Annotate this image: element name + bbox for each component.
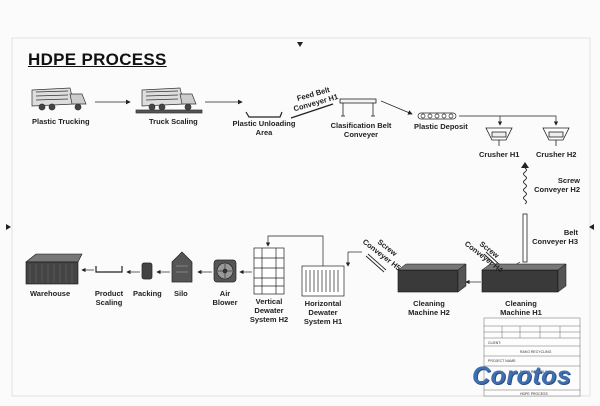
plastic-deposit-icon [417, 112, 457, 120]
label-plastic-unloading-line1: Plastic Unloading [232, 119, 296, 128]
label-plastic-trucking: Plastic Trucking [32, 117, 90, 126]
label-vertical-dewater-line1: Vertical [255, 297, 283, 306]
label-plastic-unloading-area: Plastic Unloading Area [232, 119, 296, 137]
packing-icon [141, 262, 153, 280]
label-warehouse: Warehouse [30, 289, 71, 298]
label-belt-conveyer-h3: Belt Conveyer H3 [532, 228, 578, 246]
label-vertical-dewater-line3: System H2 [249, 315, 289, 324]
title-block-client-label: CLIENT: [488, 341, 502, 345]
classification-belt-conveyer-icon [339, 98, 377, 117]
belt-conveyer-h3 [522, 213, 528, 263]
label-screw-conveyer-h2: Screw Conveyer H2 [534, 176, 580, 194]
label-air-blower: Air Blower [210, 289, 240, 307]
label-horizontal-dewater-h1: Horizontal Dewater System H1 [300, 299, 346, 326]
corotos-watermark-logo: Corotos [472, 362, 572, 390]
label-classification-belt-conveyer: Clasification Belt Conveyer [328, 121, 394, 139]
label-cleaning-machine-h1: Cleaning Machine H1 [496, 299, 546, 317]
label-classification-line1: Clasification Belt [330, 121, 392, 130]
label-horizontal-dewater-line3: System H1 [303, 317, 343, 326]
label-classification-line2: Conveyer [343, 130, 379, 139]
air-blower-icon [213, 259, 237, 283]
title-block-project-value: RAKO RECYCLING [520, 370, 552, 374]
label-product-scaling-line1: Product [94, 289, 124, 298]
label-horizontal-dewater-line2: Dewater [308, 308, 338, 317]
unloading-area-icon [245, 111, 283, 118]
title-block-project-label: PROJECT NAME: [488, 359, 517, 363]
truck-scale-icon [135, 87, 203, 114]
label-cleaning-h1-line1: Cleaning [505, 299, 537, 308]
screw-conveyer-h2-arrow [521, 162, 529, 168]
left-center-mark [6, 224, 11, 230]
label-screw-conveyer-h2-line2: Conveyer H2 [534, 185, 580, 194]
crusher-h1-icon [485, 127, 513, 146]
cleaning-machine-h2-icon [397, 263, 467, 293]
warehouse-icon [25, 253, 83, 285]
feed-belt-conveyer-h1 [290, 103, 334, 119]
label-belt-conveyer-h3-line1: Belt [563, 228, 578, 237]
page-title: HDPE PROCESS [28, 50, 167, 69]
cleaning-machine-h1-icon [481, 263, 567, 293]
label-cleaning-h2-line2: Machine H2 [408, 308, 450, 317]
label-plastic-deposit: Plastic Deposit [414, 122, 468, 131]
top-center-mark [297, 42, 303, 47]
label-cleaning-h2-line1: Cleaning [413, 299, 445, 308]
label-cleaning-machine-h2: Cleaning Machine H2 [404, 299, 454, 317]
label-air-blower-line2: Blower [212, 298, 238, 307]
title-block [483, 317, 581, 397]
label-horizontal-dewater-line1: Horizontal [304, 299, 342, 308]
silo-icon [171, 251, 193, 283]
label-crusher-h2: Crusher H2 [536, 150, 577, 159]
label-packing: Packing [133, 289, 162, 298]
title-block-client-value: RAKO RECYCLING [520, 350, 552, 354]
label-vertical-dewater-h2: Vertical Dewater System H2 [246, 297, 292, 324]
sheet-border [11, 37, 591, 397]
label-silo: Silo [174, 289, 188, 298]
label-screw-conveyer-h2-line1: Screw [557, 176, 580, 185]
label-product-scaling: Product Scaling [90, 289, 128, 307]
vertical-dewater-h2-icon [253, 247, 285, 295]
horizontal-dewater-h1-icon [301, 265, 345, 297]
label-belt-conveyer-h3-line2: Conveyer H3 [532, 237, 578, 246]
label-product-scaling-line2: Scaling [95, 298, 123, 307]
product-scale-icon [95, 266, 123, 273]
crusher-h2-icon [542, 127, 570, 146]
label-cleaning-h1-line2: Machine H1 [500, 308, 542, 317]
label-air-blower-line1: Air [219, 289, 231, 298]
label-vertical-dewater-line2: Dewater [254, 306, 284, 315]
right-center-mark [589, 224, 594, 230]
label-plastic-unloading-line2: Area [255, 128, 273, 137]
screw-conveyer-h5 [365, 253, 387, 273]
plastic-truck-icon [31, 87, 87, 111]
screw-conveyer-h2 [523, 167, 527, 205]
label-crusher-h1: Crusher H1 [479, 150, 520, 159]
title-block-drawing-title: HDPE PROCESS [520, 392, 548, 396]
label-truck-scaling: Truck Scaling [149, 117, 198, 126]
